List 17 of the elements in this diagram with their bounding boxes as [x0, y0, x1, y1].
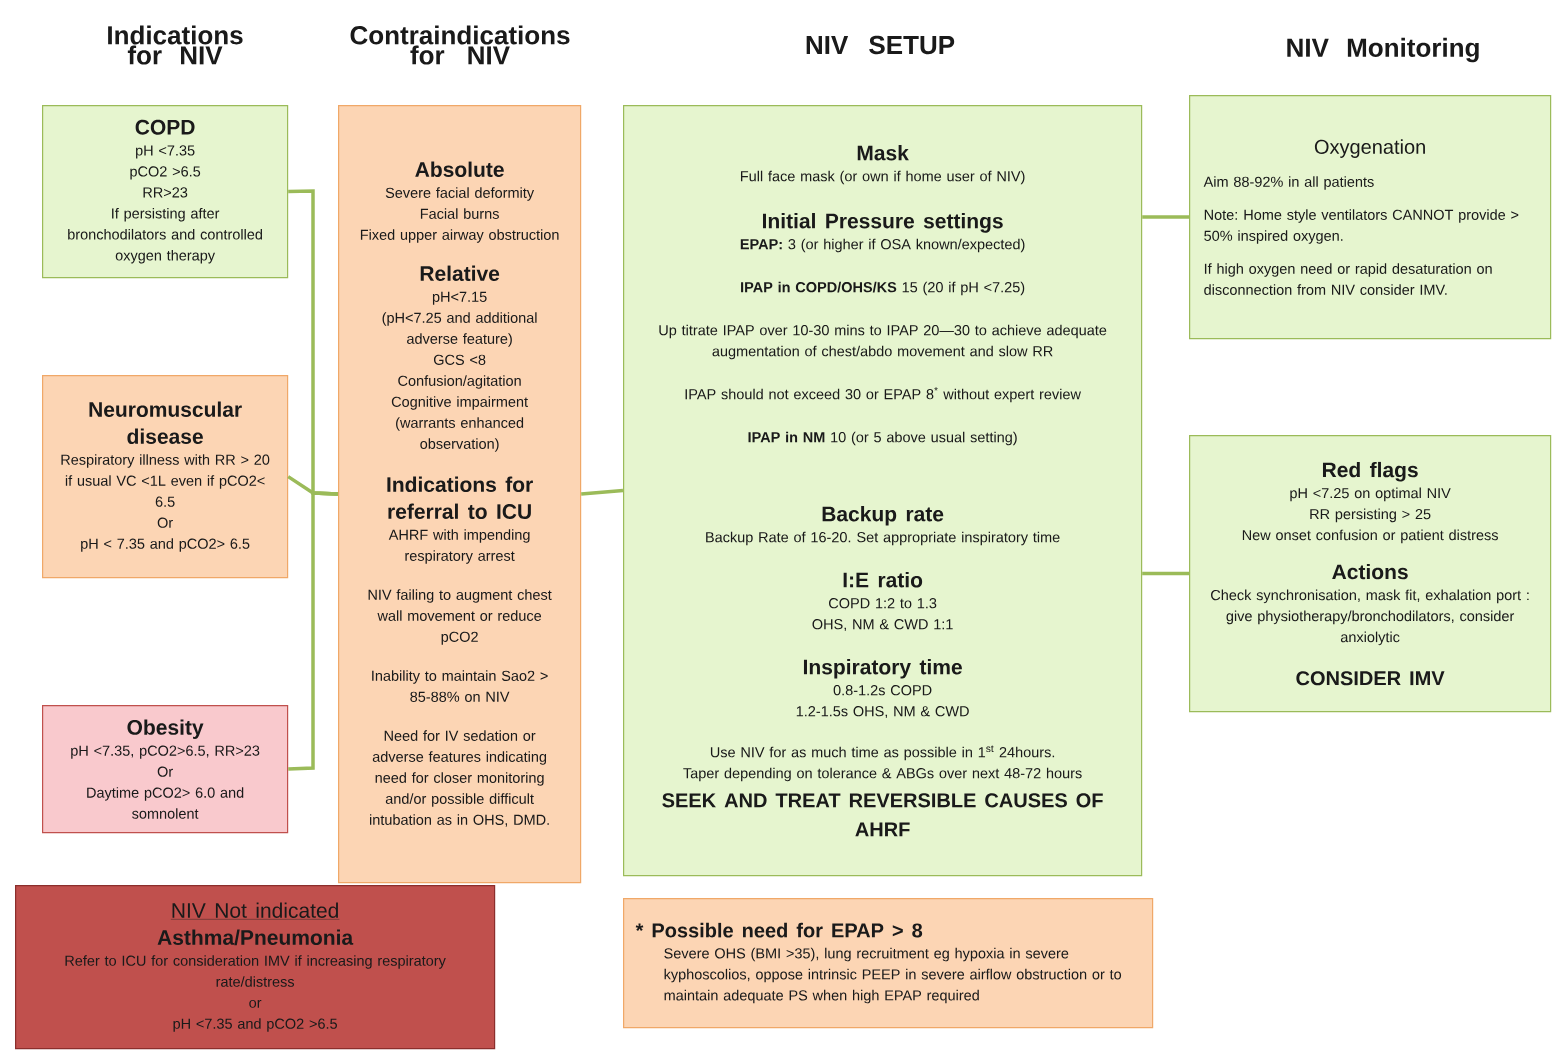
contraindications-box: Absolute Severe facial deformity Facial burns Fixed upper airway obstruction Relative pH<7.15 (pH<7.25 and additional adverse feature) GCS <8 Confusion/agitation Cognitive impairment (warrants enhanced observation) Indications for referral to ICU AHRF with impending respiratory arrest NIV failing to augment chest wall movement or reduce pCO2 Inability to maintain Sao2 > 85-88% on NIV Need for IV sedation or adverse features indicating need for closer monitoring and/or possible difficult intubation as in OHS, DMD. [338, 105, 582, 884]
connector-line [1142, 571, 1189, 576]
warning-box: NIV Not indicated Asthma/Pneumonia Refer to ICU for consideration IMV if increasing respiratory rate/distress or pH <7.35 and pCO2 >6.5 [15, 885, 496, 1050]
column-heading: Contraindications for NIV [350, 25, 570, 65]
column-heading: NIV SETUP [806, 35, 955, 55]
monitoring-box: Red flags pH <7.25 on optimal NIV RR persisting > 25 New onset confusion or patient distress Actions Check synchronisation, mask fit, exhalation port : give physiotherapy/bronchodilators, consider anxiolytic CONSIDER IMV [1189, 435, 1552, 713]
criteria-box: Obesity pH <7.35, pCO2>6.5, RR>23 Or Daytime pCO2> 6.0 and somnolent [42, 705, 289, 834]
note-box: * Possible need for EPAP > 8 Severe OHS (BMI >35), lung recruitment eg hypoxia in severe kyphoscolios, oppose intrinsic PEEP in severe airflow obstruction or to maintain adequate PS when high EPAP required [623, 898, 1154, 1029]
connector-line [288, 491, 339, 771]
column-heading: Indications for NIV [108, 25, 243, 65]
column-heading: NIV Monitoring [1287, 37, 1479, 63]
criteria-box: COPD pH <7.35 pCO2 >6.5 RR>23 If persisting after bronchodilators and controlled oxygen therapy [42, 105, 289, 279]
setup-box: Mask Full face mask (or own if home user of NIV) Initial Pressure settings EPAP: 3 (or higher if OSA known/expected) IPAP in COPD/OHS/KS 15 (20 if pH <7.25) Up titrate IPAP over 10-30 mins to IPAP 20—30 to achieve adequate augmentation of chest/abdo movement and slow RR IPAP should not exceed 30 or EPAP 8$^{*}$ without expert review IPAP in NM 10 (or 5 above usual setting) Backup rate Backup Rate of 16-20. Set appropriate inspiratory time I:E ratio COPD 1:2 to 1.3 OHS, NM & CWD 1:1 Inspiratory time 0.8-1.2s COPD 1.2-1.5s OHS, NM & CWD Use NIV for as much time as possible in 1$^{st}$ 24hours. Taper depending on tolerance & ABGs over next 48-72 hours SEEK AND TREAT REVERSIBLE CAUSES OF AHRF [623, 105, 1143, 877]
connector-line [1142, 215, 1189, 219]
criteria-box: Neuromuscular disease Respiratory illness with RR > 20 if usual VC <1L even if pCO2< 6.5 Or pH < 7.35 and pCO2> 6.5 [42, 375, 289, 579]
connector-line [581, 488, 624, 496]
monitoring-box: Oxygenation Aim 88-92% in all patients Note: Home style ventilators CANNOT provide > 50% inspired oxygen. If high oxygen need or rapid desaturation on disconnection from NIV consider IMV. [1189, 95, 1552, 340]
